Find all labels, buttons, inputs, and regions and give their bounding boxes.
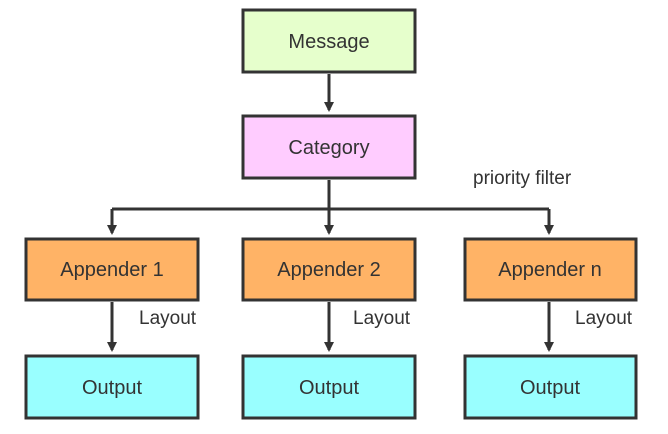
node-category-box bbox=[241, 114, 417, 180]
node-category: Category bbox=[241, 114, 417, 180]
priority-filter-label: priority filter bbox=[473, 168, 572, 189]
node-appender-2-label: Appender 2 bbox=[277, 259, 380, 281]
node-output-3: Output bbox=[463, 354, 638, 420]
node-output-3-box bbox=[463, 354, 638, 420]
node-appender-n-label: Appender n bbox=[498, 259, 601, 281]
layout-label-3: Layout bbox=[575, 308, 633, 329]
layout-label-1: Layout bbox=[139, 308, 197, 329]
node-appender-1-label: Appender 1 bbox=[60, 259, 163, 281]
layout-label-2: Layout bbox=[353, 308, 411, 329]
node-category-label: Category bbox=[288, 137, 369, 159]
node-output-2-label: Output bbox=[299, 377, 359, 399]
node-output-1-box bbox=[24, 354, 200, 420]
node-message-box bbox=[241, 8, 417, 74]
node-output-2: Output bbox=[241, 354, 417, 420]
node-output-1-label: Output bbox=[82, 377, 142, 399]
node-appender-n: Appender n bbox=[463, 237, 638, 302]
node-output-2-box bbox=[241, 354, 417, 420]
node-appender-2-box bbox=[241, 237, 417, 302]
node-appender-n-box bbox=[463, 237, 638, 302]
node-message: Message bbox=[241, 8, 417, 74]
node-appender-1: Appender 1 bbox=[24, 237, 200, 302]
node-output-1: Output bbox=[24, 354, 200, 420]
node-appender-1-box bbox=[24, 237, 200, 302]
node-output-3-label: Output bbox=[520, 377, 580, 399]
node-appender-2: Appender 2 bbox=[241, 237, 417, 302]
connectors bbox=[107, 74, 554, 352]
node-message-label: Message bbox=[288, 31, 369, 53]
